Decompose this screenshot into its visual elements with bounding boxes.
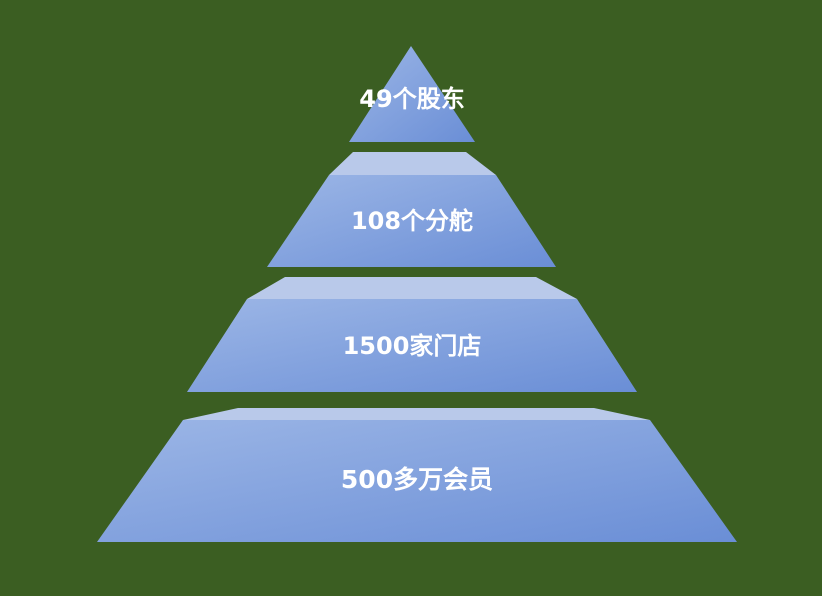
pyramid-tier-3: 1500家门店: [187, 277, 637, 392]
tier-3-label: 1500家门店: [343, 332, 482, 360]
tier-2-top-face: [329, 152, 496, 175]
tier-4-label: 500多万会员: [341, 465, 493, 494]
tier-1-face: [349, 46, 475, 142]
tier-2-face: [267, 175, 556, 267]
pyramid-tier-4: 500多万会员: [97, 408, 737, 542]
pyramid-tier-1: 49个股东: [349, 46, 475, 142]
tier-4-face: [97, 420, 737, 542]
tier-3-top-face: [247, 277, 577, 299]
tier-2-label: 108个分舵: [351, 207, 473, 235]
tier-1-label: 49个股东: [359, 85, 464, 113]
pyramid-tier-2: 108个分舵: [267, 152, 556, 267]
tier-4-top-face: [183, 408, 650, 420]
tier-3-face: [187, 299, 637, 392]
